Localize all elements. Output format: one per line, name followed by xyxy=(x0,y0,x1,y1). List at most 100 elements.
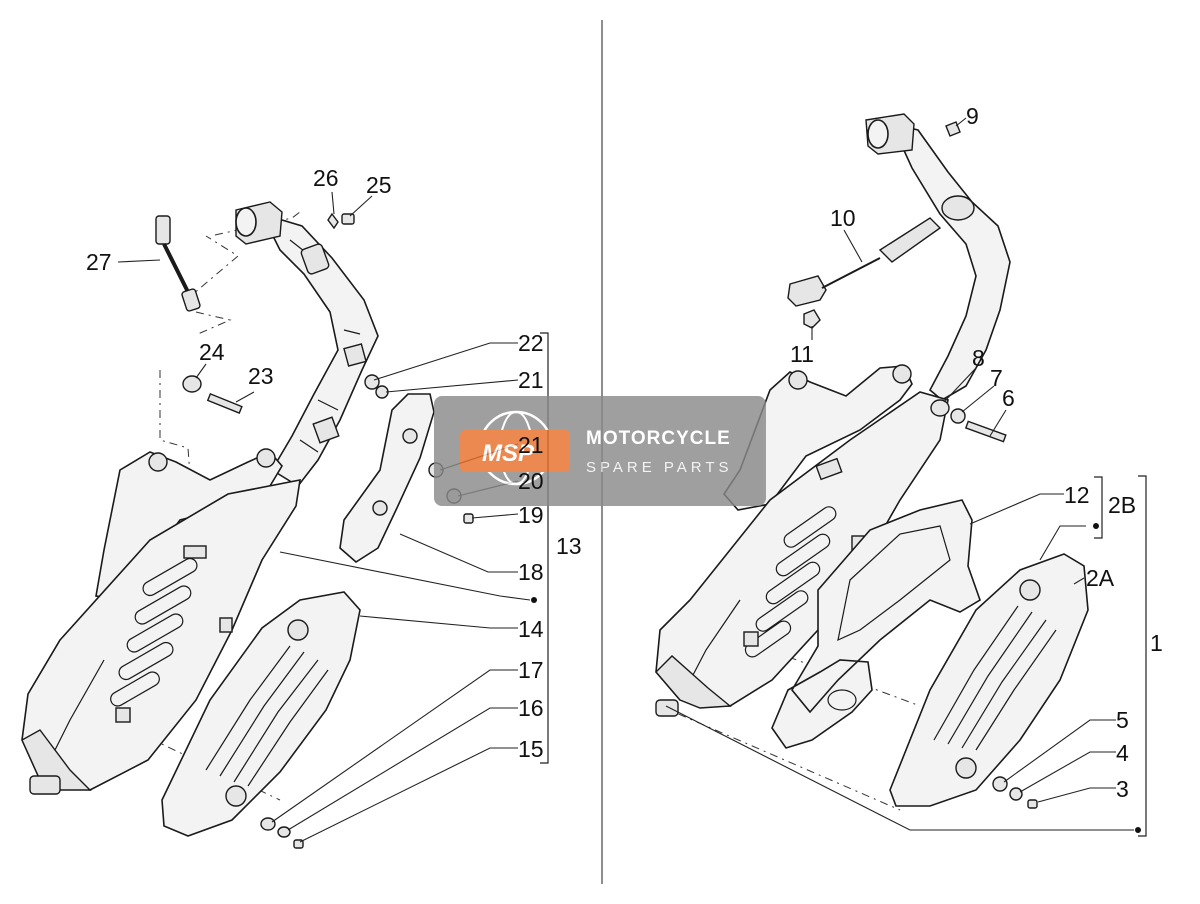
sensor-connector xyxy=(155,215,171,245)
washer-7 xyxy=(950,408,966,424)
right-exhaust-assembly xyxy=(655,113,1147,837)
callout-2A: 2A xyxy=(1086,565,1115,591)
callout-16: 16 xyxy=(518,695,544,721)
right-end-cap xyxy=(655,655,732,709)
callout-25: 25 xyxy=(366,172,392,198)
washer-4 xyxy=(1009,787,1023,801)
bolt-23 xyxy=(206,392,243,414)
callout-9: 9 xyxy=(966,103,979,129)
callout-13: 13 xyxy=(556,533,582,559)
flange-opening xyxy=(867,119,889,149)
gasket-cutout xyxy=(837,525,951,642)
watermark-subtitle: SPARE PARTS xyxy=(586,459,733,476)
left-muffler-ribs xyxy=(110,557,198,707)
sensor-boss xyxy=(300,243,330,275)
callout-17: 17 xyxy=(518,657,544,683)
arm-bushing xyxy=(788,370,808,390)
callout-18: 18 xyxy=(518,559,544,585)
flange-opening xyxy=(235,207,257,237)
muffler-label xyxy=(183,545,207,559)
right-manifold-pipe xyxy=(890,122,1011,401)
washer-8 xyxy=(930,399,950,417)
muffler-label xyxy=(815,457,843,481)
pipe-bracket xyxy=(343,343,367,367)
bracket-13 xyxy=(540,332,549,764)
logo-badge xyxy=(460,430,570,472)
callout-26: 26 xyxy=(313,165,339,191)
arm-bushing xyxy=(892,364,912,384)
callout-2B: 2B xyxy=(1108,492,1136,518)
callout-3: 3 xyxy=(1116,776,1129,802)
shield-mount-hole xyxy=(955,757,977,779)
left-heat-shield xyxy=(161,591,361,837)
guard-mount-hole xyxy=(372,500,388,516)
watermark-title: MOTORCYCLE xyxy=(586,428,731,449)
watermark: MSP MOTORCYCLE SPARE PARTS xyxy=(434,396,766,506)
sensor-boss xyxy=(941,195,975,221)
washer-16 xyxy=(277,826,291,838)
small-heat-guard xyxy=(339,393,435,563)
shield-mount-hole xyxy=(225,785,247,807)
sensor-connector xyxy=(787,275,827,307)
guard-mount-hole xyxy=(402,428,418,444)
sensor-cable xyxy=(821,257,881,289)
callout-21b: 21 xyxy=(518,432,544,458)
heat-shield-grille xyxy=(933,605,1057,751)
shield-mount-hole xyxy=(287,619,309,641)
heat-shield-grille xyxy=(205,645,329,787)
right-heat-shield xyxy=(889,553,1089,807)
callout-1: 1 xyxy=(1150,630,1163,656)
right-muffler-ribs xyxy=(744,506,837,658)
dash-line xyxy=(195,311,232,335)
group-dot xyxy=(1093,523,1099,529)
left-leader-lines xyxy=(117,191,531,843)
nut-25 xyxy=(341,213,355,225)
sensor-cable xyxy=(162,243,190,293)
bracket-1 xyxy=(1138,475,1147,837)
watermark-logo: MSP xyxy=(482,440,535,467)
washer-22 xyxy=(364,374,380,390)
callout-19: 19 xyxy=(518,502,544,528)
callout-24: 24 xyxy=(199,339,225,365)
callout-27: 27 xyxy=(86,249,112,275)
callout-21a: 21 xyxy=(518,367,544,393)
callout-11: 11 xyxy=(790,341,814,367)
callout-4: 4 xyxy=(1116,740,1129,766)
arm-bushing xyxy=(256,448,276,468)
bolt-6 xyxy=(964,420,1007,443)
callout-6: 6 xyxy=(1002,385,1015,411)
group-dot xyxy=(531,597,537,603)
callout-5: 5 xyxy=(1116,707,1129,733)
gasket-hole xyxy=(827,689,857,711)
nut-19 xyxy=(463,513,474,524)
callout-10: 10 xyxy=(830,205,856,231)
right-tailpipe xyxy=(655,699,679,717)
clip-11 xyxy=(803,309,821,329)
callout-23: 23 xyxy=(248,363,274,389)
sensor-head xyxy=(181,288,201,312)
pipe-bracket xyxy=(312,416,340,444)
bracket-2B xyxy=(1094,476,1103,539)
callout-20: 20 xyxy=(518,468,544,494)
washer-5 xyxy=(992,776,1008,792)
right-leader-lines xyxy=(665,117,1134,831)
dash-line xyxy=(185,235,239,301)
washer-17 xyxy=(260,817,276,831)
left-tailpipe xyxy=(29,775,61,795)
callout-12: 12 xyxy=(1064,482,1090,508)
group-dot xyxy=(1135,827,1141,833)
sensor-body xyxy=(878,217,942,263)
clip-26 xyxy=(327,212,339,230)
dash-line xyxy=(159,370,191,477)
shield-mount-hole xyxy=(1019,579,1041,601)
screw-3 xyxy=(1027,799,1038,809)
callout-14: 14 xyxy=(518,616,544,642)
callout-7: 7 xyxy=(990,365,1003,391)
left-exhaust-assembly xyxy=(21,191,549,849)
callout-labels: 27 26 25 24 23 22 21 21 20 19 18 13 14 1… xyxy=(86,103,1163,802)
watermark-panel xyxy=(434,396,766,506)
washer-24 xyxy=(182,375,202,393)
gasket-12 xyxy=(771,499,981,749)
